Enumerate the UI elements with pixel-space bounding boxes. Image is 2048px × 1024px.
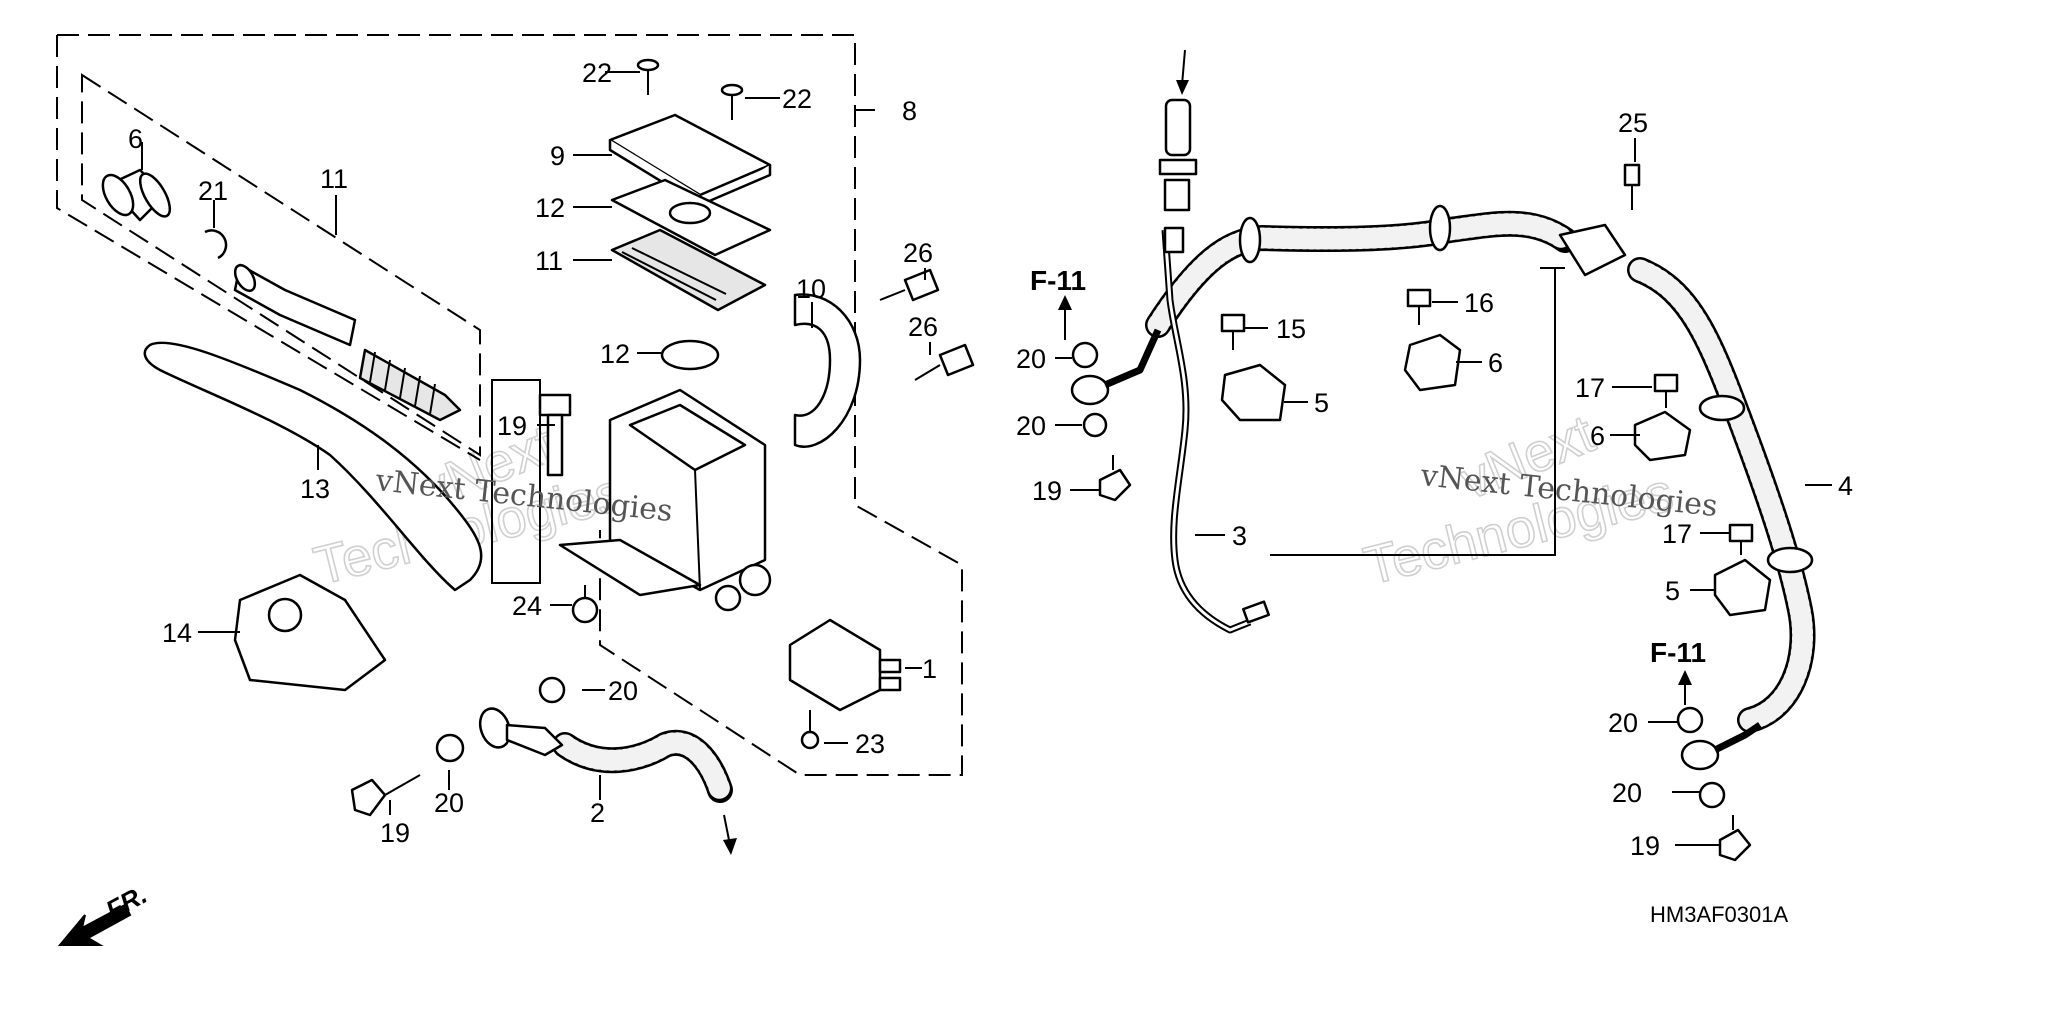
callout-25: 25 — [1618, 108, 1648, 138]
sealing-washer — [1071, 341, 1099, 369]
pipe-fitting — [1158, 98, 1198, 254]
callout-24: 24 — [512, 591, 542, 621]
reference-arrow — [1678, 670, 1692, 705]
callout-17: 15 — [1276, 314, 1306, 344]
callout-26: 26 — [903, 238, 933, 268]
callout-15: 13 — [300, 474, 330, 504]
banjo-fitting — [1070, 374, 1110, 406]
callout-2: 2 — [590, 798, 605, 828]
callout-17: 16 — [1464, 288, 1494, 318]
callout-11: 11 — [535, 246, 563, 276]
callout-20: 20 — [1608, 708, 1638, 738]
callout-10: 10 — [796, 274, 826, 304]
leader-lines — [141, 71, 1832, 846]
oil-bolt — [1718, 815, 1752, 862]
brake-pipe — [1161, 229, 1270, 634]
sealing-washer — [538, 676, 566, 704]
callout-20: 20 — [1016, 411, 1046, 441]
piston-set — [233, 263, 462, 422]
callout-3: 3 — [1232, 521, 1247, 551]
cap-screw — [720, 83, 744, 120]
oil-bolt — [350, 774, 421, 817]
hose-clamp — [1220, 363, 1287, 422]
callout-13: 11 — [320, 164, 348, 194]
callout-22: 22 — [782, 84, 812, 114]
callout-12: 12 — [535, 193, 565, 223]
assembly-outline — [56, 34, 1565, 776]
banjo-pipe — [1103, 328, 1162, 389]
callout-9: 9 — [550, 141, 565, 171]
oil-bolt — [1098, 455, 1132, 502]
circlip — [204, 229, 228, 260]
callout-21: 21 — [198, 176, 228, 206]
holder-bolt — [879, 268, 940, 302]
cap-screw — [636, 58, 660, 95]
float-ring — [660, 339, 720, 371]
joint-bolt — [1623, 163, 1641, 210]
callout-20: 20 — [1612, 778, 1642, 808]
callout-4: 4 — [1838, 471, 1853, 501]
switch-screw — [800, 710, 820, 750]
brake-hose — [478, 707, 733, 803]
diaphragm — [610, 228, 767, 312]
callout-19: 19 — [380, 818, 410, 848]
callout-26: 26 — [908, 312, 938, 342]
callout-6: 6 — [1590, 421, 1605, 451]
callout-16: 14 — [162, 618, 192, 648]
callout-20: 20 — [434, 788, 464, 818]
callout-20: 20 — [608, 676, 638, 706]
callout-20: 20 — [1016, 344, 1046, 374]
callout-7: 6 — [128, 124, 143, 154]
front-direction-arrow: FR. — [57, 879, 152, 946]
sealing-washer — [1698, 781, 1726, 809]
diaphragm-plate — [610, 178, 772, 257]
callout-8: 8 — [902, 96, 917, 126]
clamp-bolt — [1406, 288, 1432, 325]
callout-19: 19 — [1630, 831, 1660, 861]
banjo-fitting — [1680, 739, 1720, 771]
clamp-bolt — [1220, 313, 1246, 350]
callout-14: 12 — [600, 339, 630, 369]
clamp-bolt — [1728, 523, 1754, 555]
flow-arrow — [723, 814, 737, 855]
callout-1: 1 — [922, 654, 937, 684]
callout-19: 19 — [1032, 476, 1062, 506]
callout-5: 5 — [1314, 388, 1329, 418]
callout-17: 17 — [1575, 373, 1605, 403]
mounting-bolt — [571, 585, 599, 624]
callout-5: 5 — [1665, 576, 1680, 606]
callout-23: 23 — [855, 729, 885, 759]
callout-22: 22 — [582, 58, 612, 88]
diagram-code: HM3AF0301A — [1650, 902, 1789, 927]
sealing-washer — [435, 733, 465, 763]
lever-holder — [233, 573, 387, 692]
hose-clamp — [1713, 558, 1772, 617]
flow-arrow — [1176, 49, 1189, 95]
hose-clamp — [1633, 410, 1692, 462]
reference-label-f11: F-11 — [1030, 265, 1086, 296]
callout-17: 17 — [1662, 519, 1692, 549]
brake-switch — [788, 618, 902, 712]
banjo-pipe — [1713, 722, 1762, 754]
sealing-washer — [1676, 706, 1704, 734]
callout-18: 19 — [497, 411, 527, 441]
master-cylinder — [558, 388, 772, 612]
hose-clamp — [1403, 333, 1462, 392]
callout-6: 6 — [1488, 348, 1503, 378]
clamp-bolt — [1653, 373, 1679, 408]
pivot-bolt — [538, 393, 572, 477]
brake-lever — [143, 341, 483, 592]
reference-label-f11: F-11 — [1650, 637, 1706, 668]
master-cylinder-holder — [793, 293, 862, 448]
sealing-washer — [1082, 412, 1108, 438]
holder-bolt — [914, 343, 975, 381]
boot-cap — [101, 168, 172, 222]
reference-arrow — [1058, 295, 1072, 340]
brake-hose-right — [1145, 204, 1816, 733]
